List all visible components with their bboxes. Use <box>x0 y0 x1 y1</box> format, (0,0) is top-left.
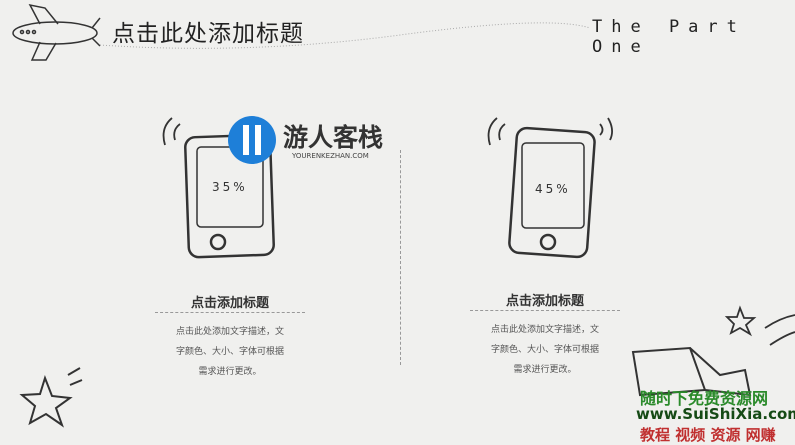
desc-line: 字颜色、大小、字体可根据 <box>490 345 599 355</box>
dashed-divider <box>470 310 620 311</box>
item-desc-right: 点击此处添加文字描述，文 字颜色、大小、字体可根据 需求进行更改。 <box>470 320 620 380</box>
airplane-icon <box>12 3 101 61</box>
book-icon <box>631 346 752 397</box>
watermark-line1: 随时下免费资源网 <box>640 389 769 408</box>
item-title-right: 点击添加标题 <box>505 294 584 309</box>
page-title: 点击此处添加标题 <box>112 21 304 47</box>
desc-line: 字颜色、大小、字体可根据 <box>175 347 284 357</box>
percent-left: 35% <box>212 180 248 194</box>
star-icon-left <box>19 367 83 428</box>
watermark-line3: 教程 视频 资源 网赚 <box>640 426 776 444</box>
watermark-logo-sub: YOURENKEZHAN.COM <box>292 152 369 160</box>
part-label: The Part One <box>592 17 746 57</box>
desc-line: 需求进行更改。 <box>198 367 262 377</box>
logo-icon <box>228 116 276 164</box>
watermark-logo-text: 游人客栈 <box>283 123 384 152</box>
percent-right: 45% <box>535 182 571 196</box>
phone-icon-right <box>487 117 613 259</box>
divider <box>400 150 401 365</box>
item-desc-left: 点击此处添加文字描述，文 字颜色、大小、字体可根据 需求进行更改。 <box>155 322 305 382</box>
desc-line: 点击此处添加文字描述，文 <box>175 327 284 337</box>
desc-line: 需求进行更改。 <box>513 365 577 375</box>
watermark-line2: www.SuiShiXia.com <box>636 405 795 423</box>
star-icon-right <box>724 305 795 346</box>
desc-line: 点击此处添加文字描述，文 <box>490 325 599 335</box>
dashed-divider <box>155 312 305 313</box>
item-title-left: 点击添加标题 <box>190 296 269 311</box>
